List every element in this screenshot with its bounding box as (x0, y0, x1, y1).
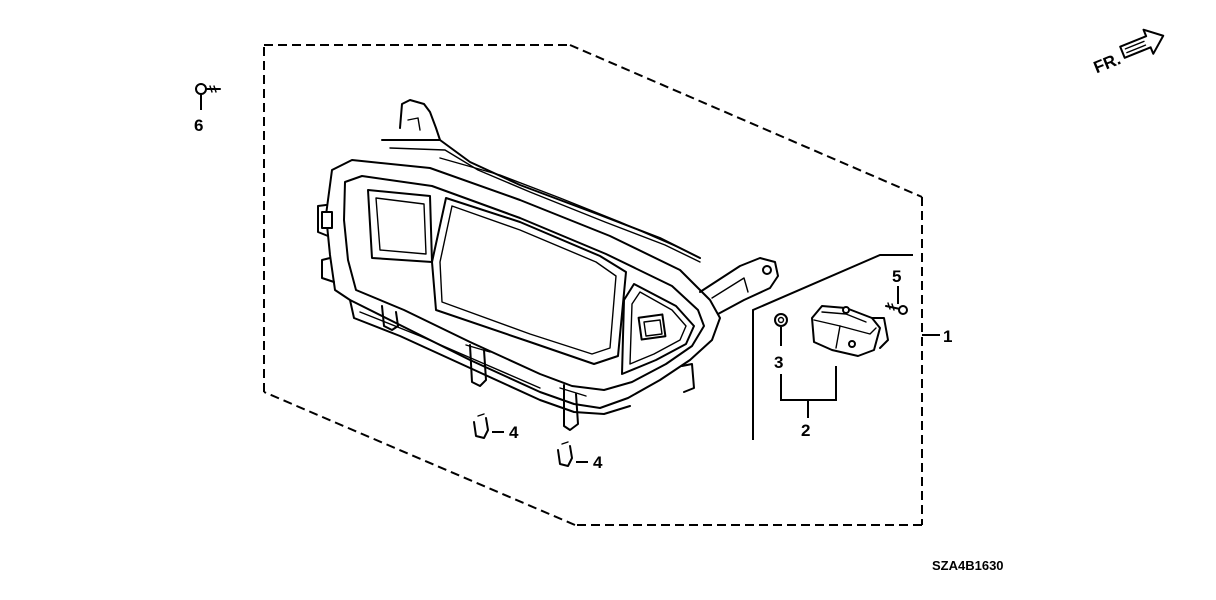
screw-part-5 (885, 286, 908, 315)
nut-part-3 (774, 313, 788, 346)
front-direction-label: FR. (1091, 49, 1124, 77)
callout-6: 6 (194, 116, 203, 135)
callout-4-lower: 4 (593, 453, 603, 472)
subassembly-bracket (752, 254, 940, 440)
leader-part-2 (780, 366, 837, 418)
callout-2: 2 (801, 421, 810, 440)
front-direction-indicator: FR. (1091, 28, 1165, 77)
screw-part-6 (195, 83, 221, 110)
switch-unit-part-2 (811, 305, 889, 357)
assembly-boundary (263, 44, 923, 526)
callout-1: 1 (943, 327, 952, 346)
callout-5: 5 (892, 267, 901, 286)
clip-part-4-upper (473, 413, 504, 439)
callout-3: 3 (774, 353, 783, 372)
clip-part-4-lower (557, 441, 588, 467)
diagram-part-code: SZA4B1630 (932, 558, 1004, 573)
meter-cluster (317, 99, 779, 431)
callout-4-upper: 4 (509, 423, 519, 442)
front-arrow-icon (1119, 28, 1165, 59)
